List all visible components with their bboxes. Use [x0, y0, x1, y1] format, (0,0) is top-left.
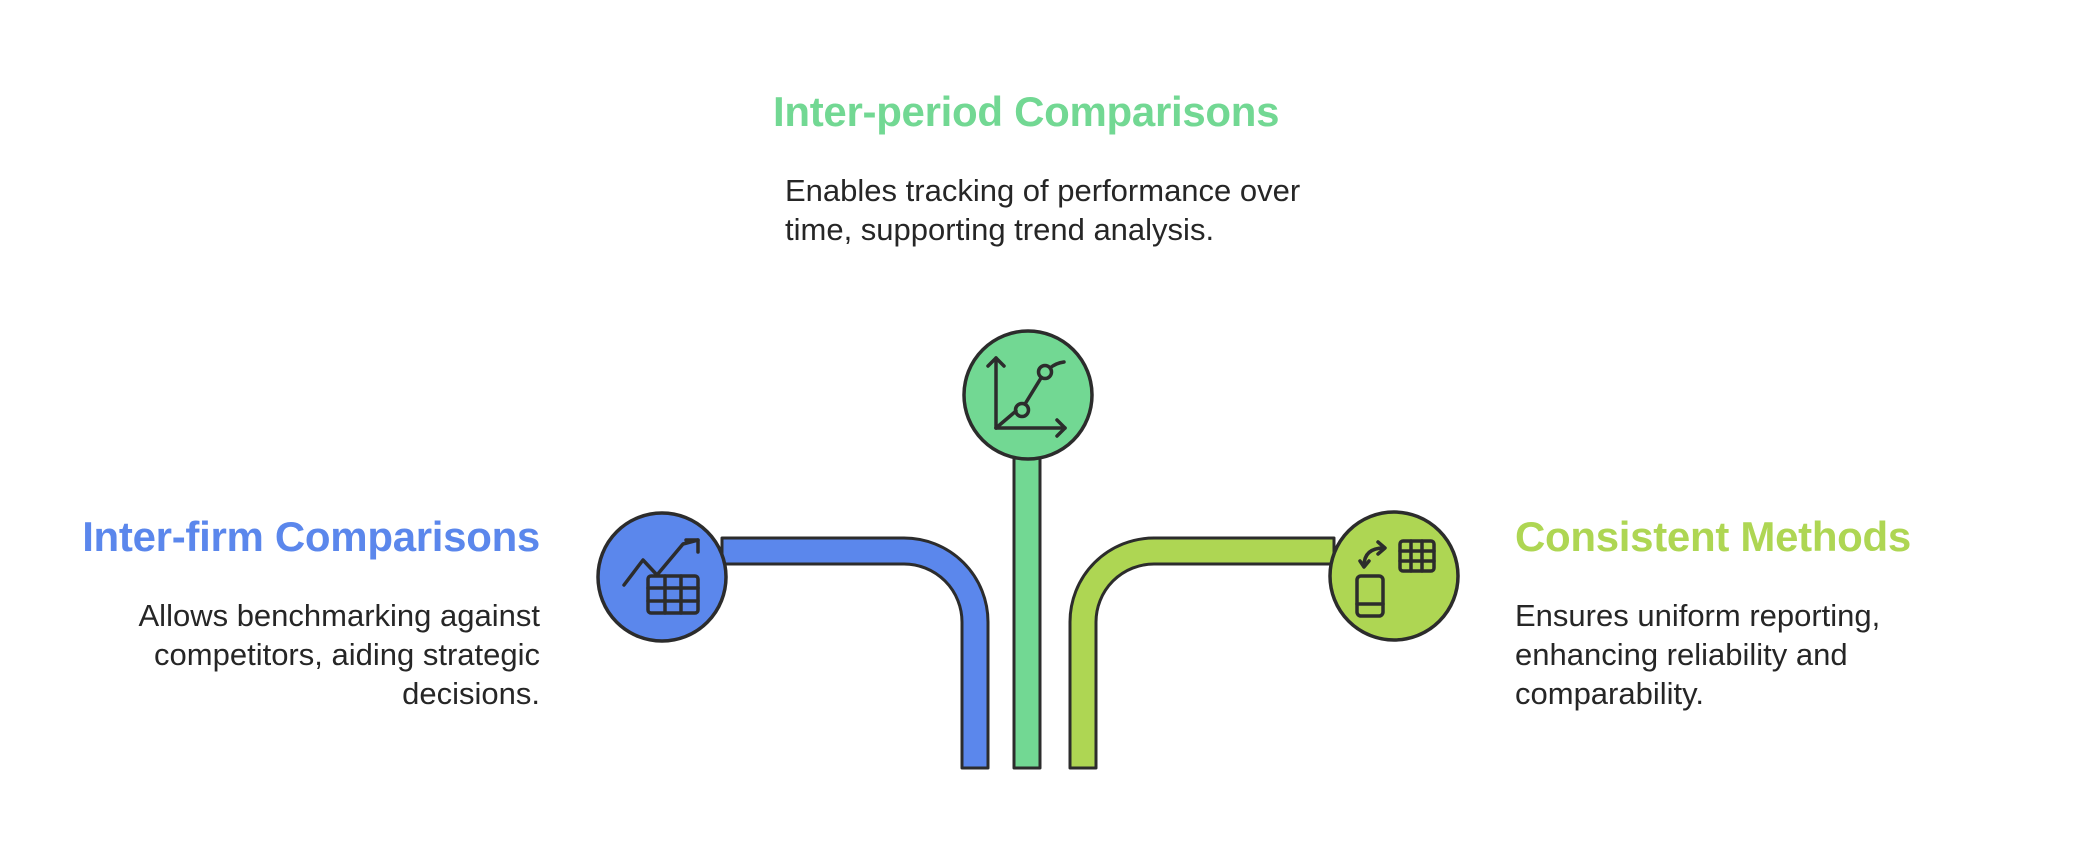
- inter-firm-title: Inter-firm Comparisons: [82, 513, 540, 560]
- inter-firm-pipe: [720, 536, 990, 770]
- inter-period-pipe: [1012, 450, 1042, 770]
- inter-period-node: [962, 329, 1094, 461]
- inter-period-title: Inter-period Comparisons: [773, 88, 1280, 135]
- inter-firm-node: [596, 511, 728, 643]
- trend-table-icon: [622, 538, 700, 615]
- consistent-methods-node: [1328, 510, 1460, 642]
- consistent-methods-pipe: [1068, 536, 1336, 770]
- consistent-methods-description: Ensures uniform reporting, enhancing rel…: [1515, 598, 1881, 711]
- consistent-methods-title: Consistent Methods: [1515, 513, 1911, 560]
- inter-period-description: Enables tracking of performance over tim…: [785, 173, 1301, 247]
- inter-firm-description: Allows benchmarking against competitors,…: [138, 598, 541, 711]
- device-table-sync-icon: [1355, 539, 1436, 618]
- line-chart-icon: [986, 356, 1067, 438]
